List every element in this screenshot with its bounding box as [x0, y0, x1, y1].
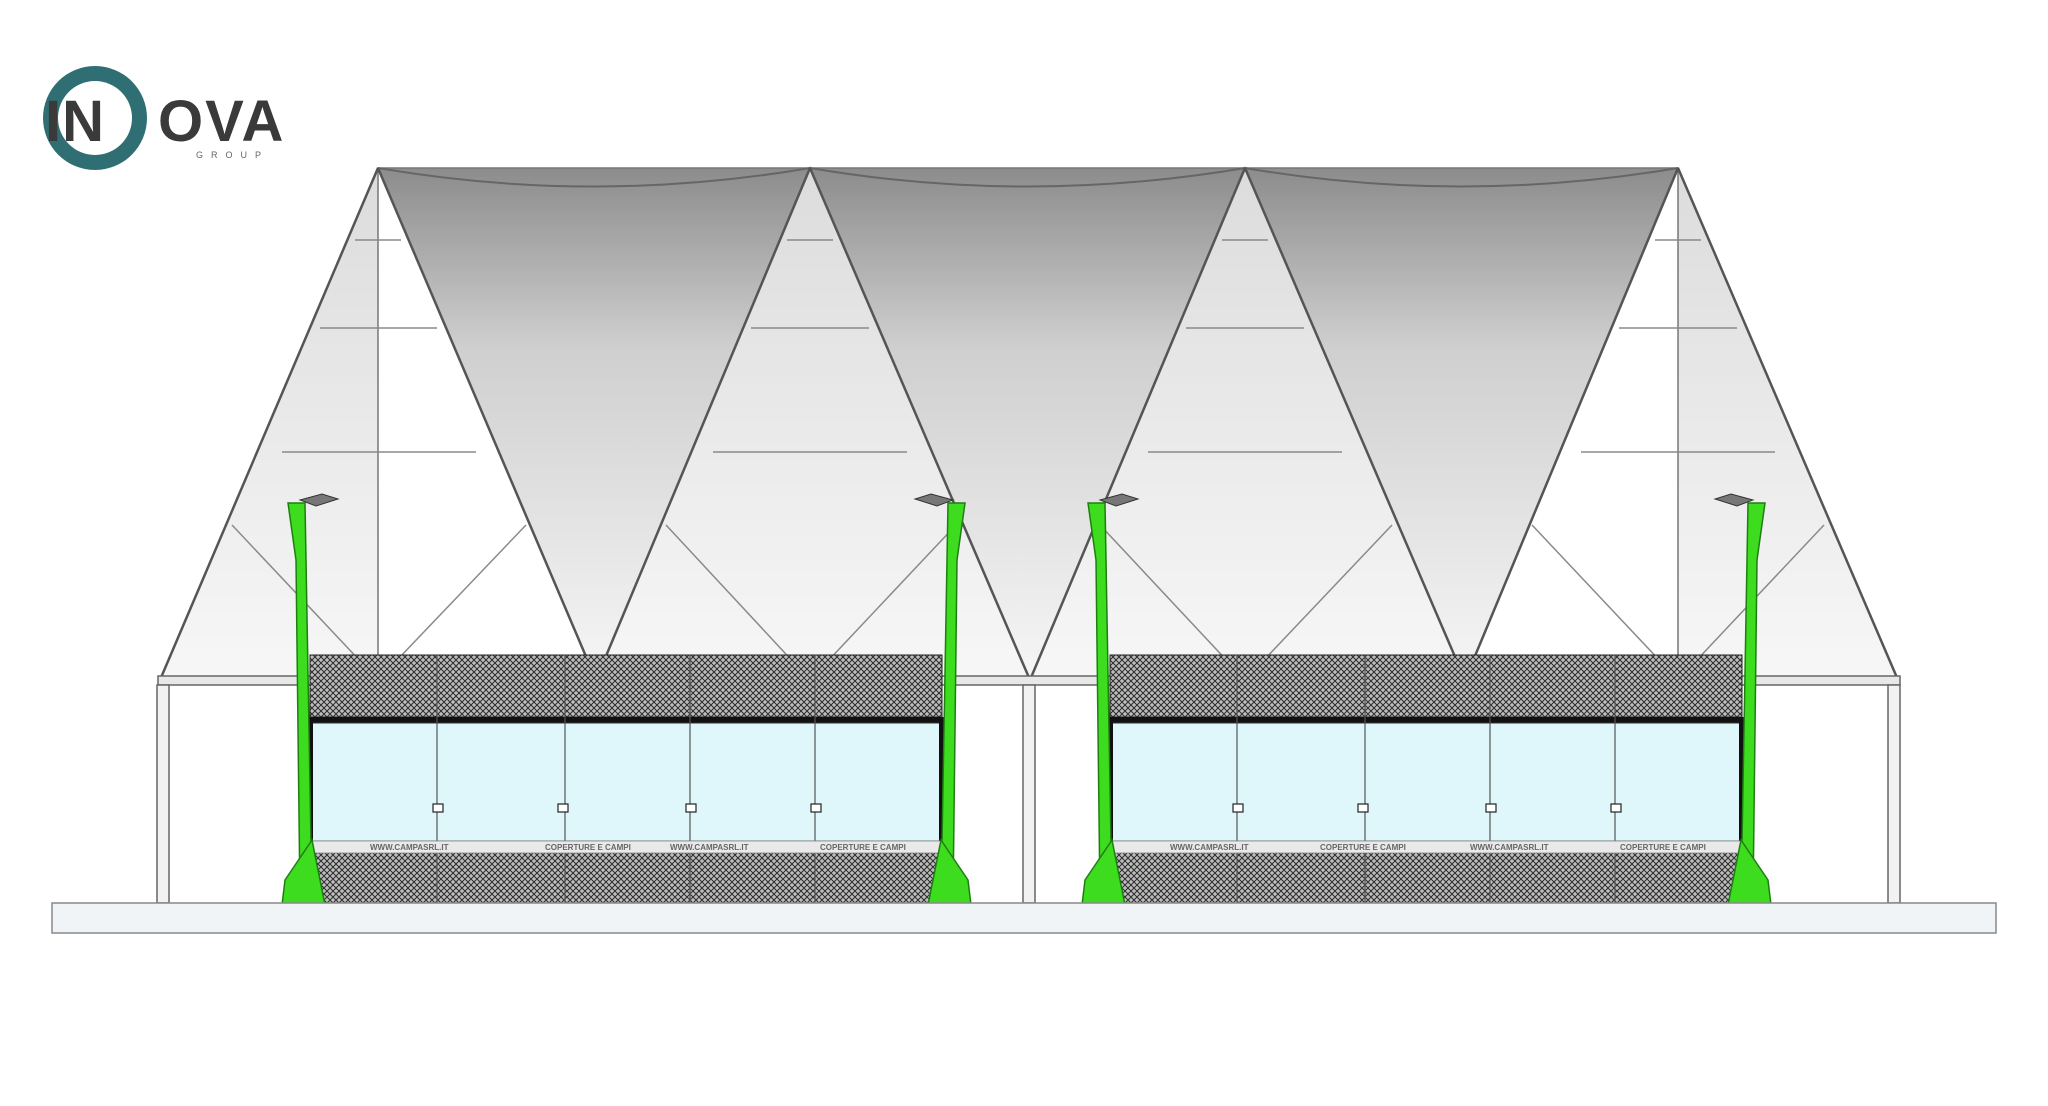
banner-segment: WWW.CAMPASRL.IT — [1170, 843, 1249, 852]
inova-logo: IN OVA GROUP — [43, 66, 285, 170]
roof-membrane — [157, 166, 1901, 686]
logo-word-left: IN — [45, 89, 105, 154]
floodlight-poles — [281, 502, 1772, 906]
banner-segment: COPERTURE E CAMPI — [1620, 843, 1706, 852]
banner-segment: WWW.CAMPASRL.IT — [670, 843, 749, 852]
banner-segment: COPERTURE E CAMPI — [545, 843, 631, 852]
padel-court-right: WWW.CAMPASRL.IT COPERTURE E CAMPI WWW.CA… — [1105, 654, 1747, 904]
banner-segment: WWW.CAMPASRL.IT — [370, 843, 449, 852]
ground-slab — [51, 902, 1997, 934]
banner-segment: COPERTURE E CAMPI — [1320, 843, 1406, 852]
logo-subtitle: GROUP — [196, 150, 269, 160]
logo-word-right: OVA — [158, 89, 285, 154]
banner-segment: WWW.CAMPASRL.IT — [1470, 843, 1549, 852]
padel-court-left: WWW.CAMPASRL.IT COPERTURE E CAMPI WWW.CA… — [305, 654, 947, 904]
banner-segment: COPERTURE E CAMPI — [820, 843, 906, 852]
floodlight-icon — [298, 493, 1755, 507]
